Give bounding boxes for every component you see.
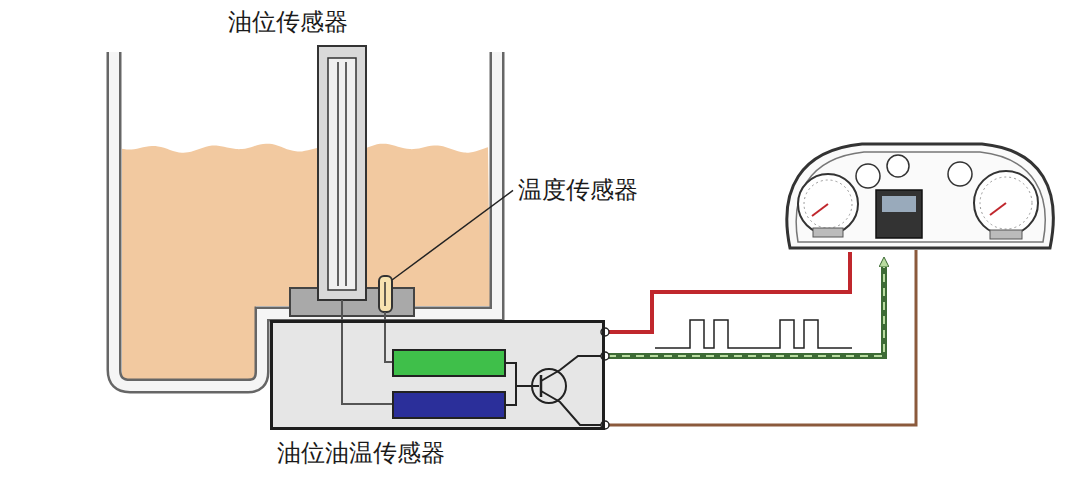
housing-fill — [270, 320, 605, 430]
sensor-element — [345, 62, 347, 286]
transistor-emitter — [541, 391, 601, 425]
pulse-waveform — [655, 320, 852, 348]
circuit-block-blue — [393, 392, 505, 418]
instrument-cluster — [787, 144, 1053, 248]
gauge-dial — [798, 174, 858, 234]
part-label: 温度传感器 — [518, 176, 638, 205]
signal-wire-dash — [608, 262, 884, 356]
signal-wire — [608, 262, 884, 356]
internal-wire — [342, 300, 393, 404]
gauge-scale — [804, 180, 852, 228]
indicator — [813, 228, 843, 237]
temperature-sensor — [379, 276, 392, 312]
leader-line — [392, 190, 513, 280]
part-label: 油位传感器 — [228, 8, 348, 37]
internal-wire — [505, 363, 516, 405]
oil-level-sensor — [318, 46, 366, 300]
transistor-collector — [541, 356, 601, 381]
display-screen — [882, 196, 916, 212]
gauge-scale — [980, 177, 1032, 229]
small-gauge — [887, 155, 909, 177]
small-gauge — [948, 162, 972, 186]
temperature-element — [384, 282, 386, 306]
gauge-needle — [990, 203, 1006, 215]
sensor-housing: 油位油温传感器 — [270, 320, 605, 430]
internal-wire — [516, 385, 539, 387]
indicator — [990, 230, 1022, 239]
small-gauge — [856, 164, 880, 188]
transistor-symbol — [532, 369, 566, 403]
transistor-base — [540, 375, 543, 397]
part-label: 油位油温传感器 — [277, 439, 445, 468]
ground-wire — [608, 250, 916, 425]
cluster-bezel — [796, 152, 1045, 242]
sensor-inner — [328, 58, 356, 290]
gauge-dial — [974, 171, 1038, 235]
display-panel — [876, 190, 922, 238]
sensor-element — [337, 62, 339, 286]
circuit-block-green — [393, 350, 505, 376]
gauge-needle — [812, 204, 828, 216]
